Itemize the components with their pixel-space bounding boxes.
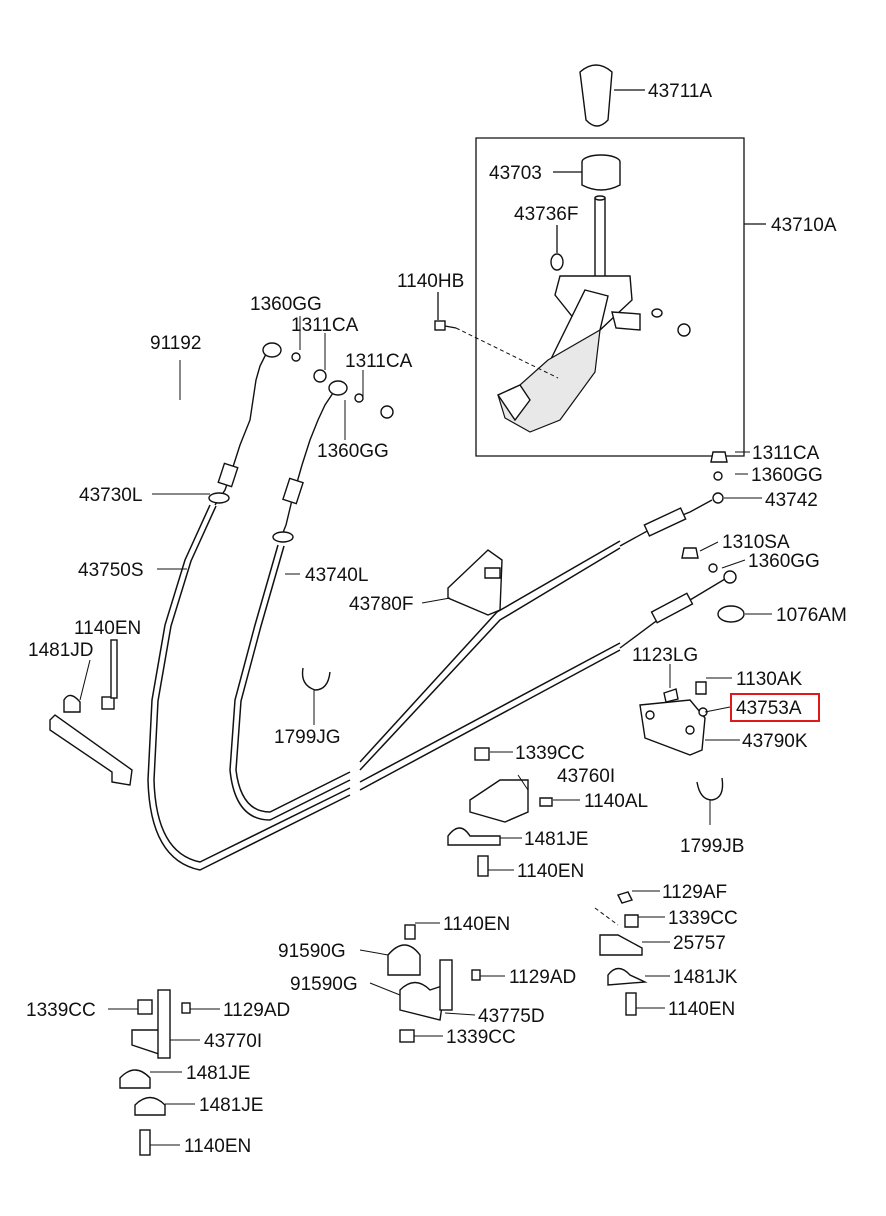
- label-1140EN-e: 1140EN: [184, 1136, 251, 1157]
- label-1799JG: 1799JG: [274, 727, 341, 748]
- label-1339CC-d: 1339CC: [26, 1000, 96, 1021]
- label-1360GG-d: 1360GG: [748, 551, 820, 572]
- label-1360GG-b: 1360GG: [317, 441, 389, 462]
- label-43703: 43703: [489, 163, 542, 184]
- label-1076AM: 1076AM: [776, 605, 847, 626]
- label-43790K: 43790K: [742, 731, 808, 752]
- label-43710A: 43710A: [771, 215, 837, 236]
- label-1140EN-d: 1140EN: [668, 999, 735, 1020]
- bracket-43760I: [447, 747, 553, 877]
- label-1129AD-a: 1129AD: [509, 967, 576, 988]
- label-91590G-b: 91590G: [290, 974, 358, 995]
- bracket-43775D: [387, 924, 481, 1043]
- label-43775D: 43775D: [478, 1006, 545, 1027]
- label-1339CC-b: 1339CC: [668, 908, 738, 929]
- label-43742: 43742: [765, 490, 818, 511]
- clip-1799JG: [301, 667, 331, 691]
- label-43740L: 43740L: [305, 565, 368, 586]
- label-43730L: 43730L: [79, 485, 142, 506]
- shift-knob: [579, 64, 613, 127]
- label-1339CC-a: 1339CC: [515, 743, 585, 764]
- bracket-25757: [594, 891, 648, 1016]
- label-1140EN-b: 1140EN: [517, 861, 584, 882]
- clip-1799JB: [696, 777, 724, 801]
- label-1311CA-a: 1311CA: [291, 315, 359, 336]
- label-1799JB: 1799JB: [680, 836, 744, 857]
- label-1140EN-c: 1140EN: [443, 914, 510, 935]
- label-43711A: 43711A: [648, 81, 712, 102]
- label-1140AL: 1140AL: [584, 791, 648, 812]
- label-91192: 91192: [150, 333, 201, 354]
- shift-boot: [581, 154, 621, 191]
- label-43753A: 43753A: [736, 698, 802, 719]
- cable-end-43730L: [208, 342, 327, 506]
- bracket-1481JD: [49, 639, 133, 786]
- label-1311CA-b: 1311CA: [345, 351, 413, 372]
- label-25757: 25757: [673, 933, 726, 954]
- label-43770I: 43770I: [204, 1031, 262, 1052]
- cable-end-43742: [619, 451, 728, 547]
- label-43750S: 43750S: [78, 560, 144, 581]
- bracket-43790K: [639, 681, 708, 756]
- shift-lever: [496, 195, 691, 433]
- label-1360GG-c: 1360GG: [751, 465, 823, 486]
- part-labels: 43711A 43703 43736F 43710A 1140HB 1360GG…: [26, 81, 847, 1157]
- label-91590G-a: 91590G: [278, 941, 346, 962]
- cable-end-43740L: [272, 380, 394, 543]
- label-1129AD-b: 1129AD: [223, 1000, 290, 1021]
- label-1130AK: 1130AK: [736, 669, 803, 690]
- label-1339CC-c: 1339CC: [446, 1027, 516, 1048]
- shift-lever-assembly-box: [475, 137, 745, 457]
- cable-end-lower: [619, 547, 745, 649]
- cable-43750S: [147, 504, 621, 871]
- label-43736F: 43736F: [514, 204, 578, 225]
- label-1129AF: 1129AF: [662, 882, 727, 903]
- label-1481JE-c: 1481JE: [199, 1095, 263, 1116]
- label-1123LG: 1123LG: [632, 645, 698, 666]
- label-43760I: 43760I: [557, 766, 615, 787]
- label-1310SA: 1310SA: [722, 532, 790, 553]
- label-1140EN-a: 1140EN: [74, 618, 141, 639]
- label-1481JE-a: 1481JE: [524, 829, 588, 850]
- label-1481JK: 1481JK: [673, 967, 738, 988]
- label-1481JE-b: 1481JE: [186, 1063, 250, 1084]
- highlight-box-43753A: [730, 693, 820, 722]
- bracket-43770I: [119, 989, 191, 1156]
- label-1311CA-c: 1311CA: [752, 443, 820, 464]
- label-1481JD: 1481JD: [28, 640, 94, 661]
- label-43780F: 43780F: [349, 594, 413, 615]
- label-1360GG-a: 1360GG: [250, 294, 322, 315]
- bolt-1140HB: [434, 320, 457, 331]
- bracket-43780F: [447, 549, 503, 616]
- label-1140HB: 1140HB: [397, 271, 464, 292]
- leader-lines: [79, 316, 772, 1146]
